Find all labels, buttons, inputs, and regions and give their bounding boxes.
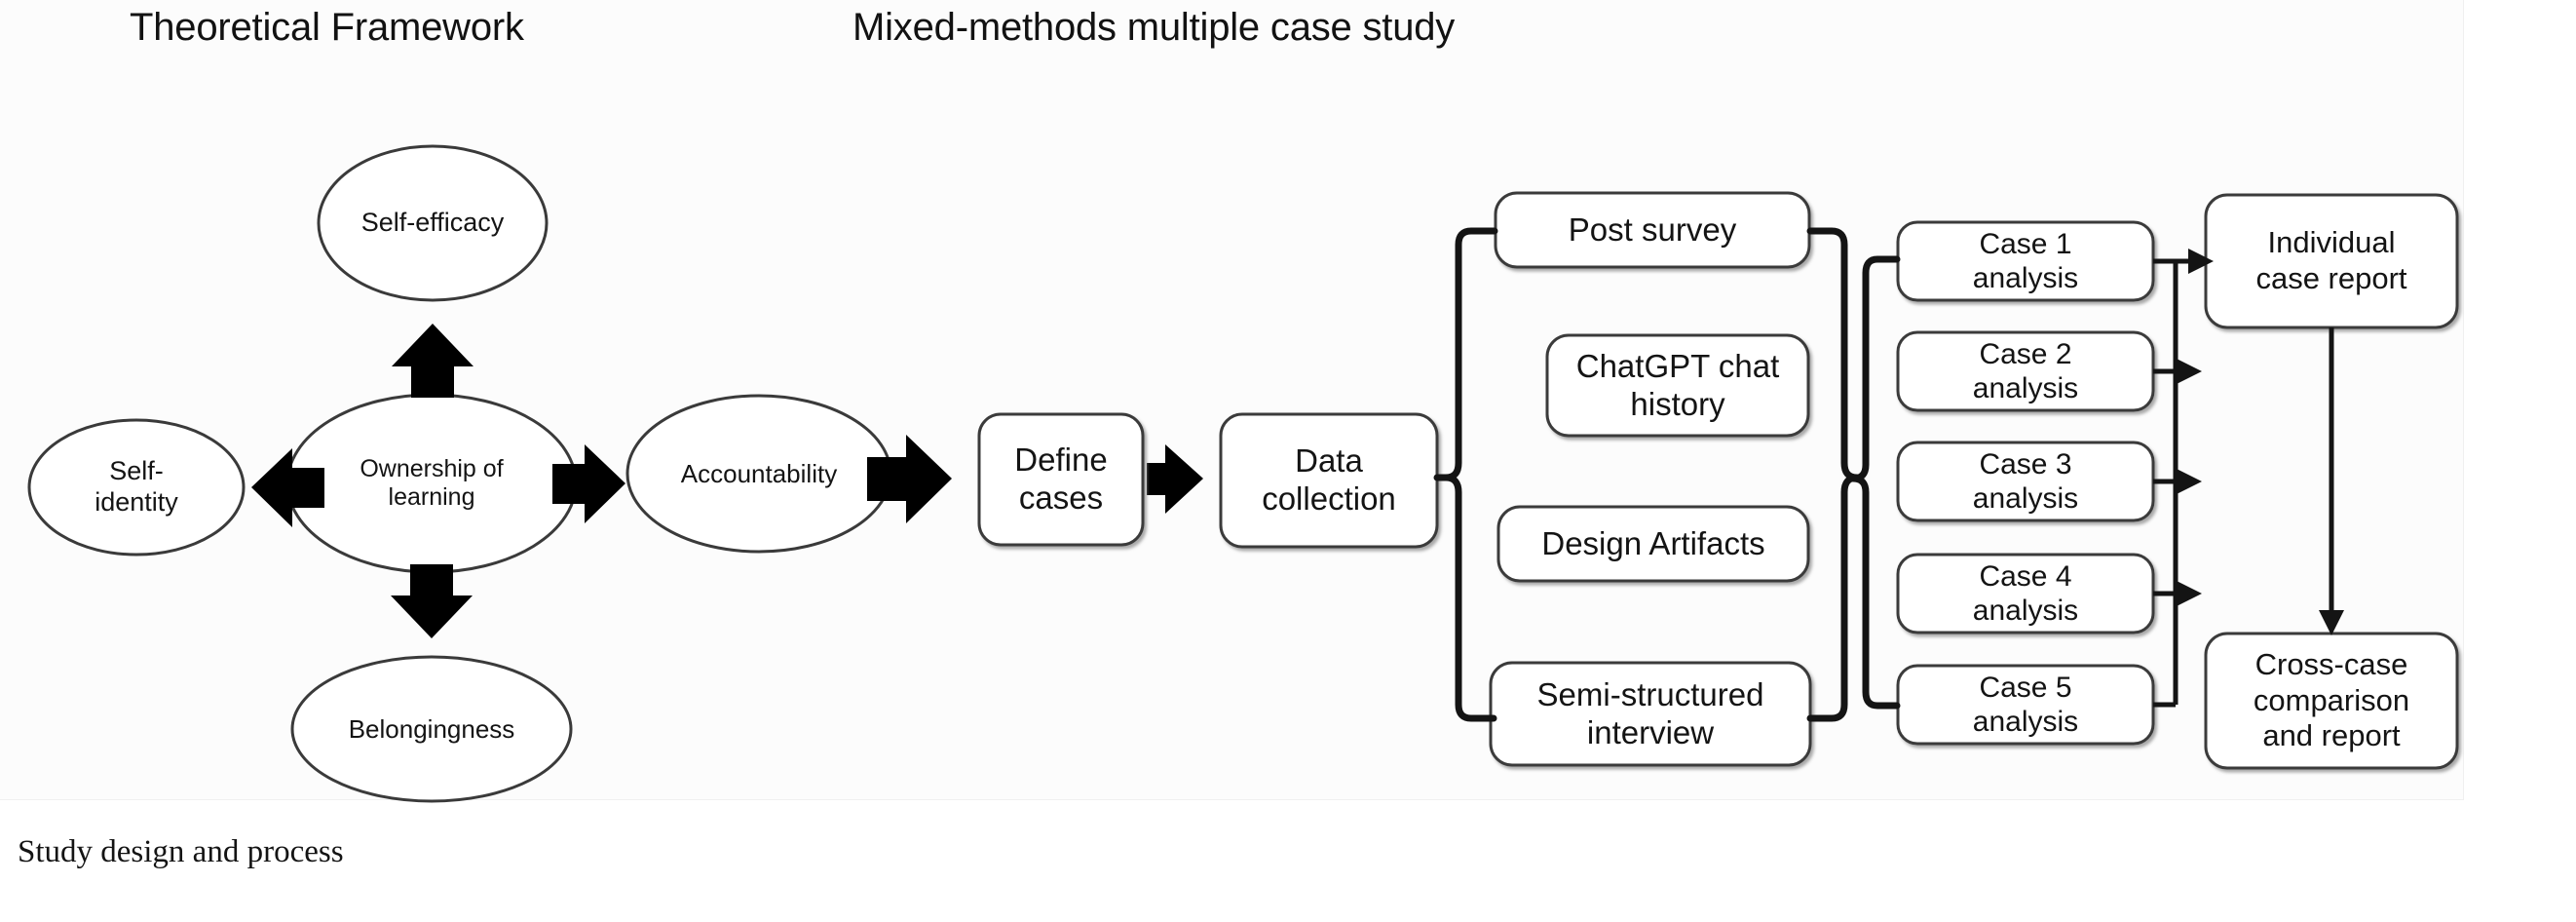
box-cross-case-comparison-and-report [2204,632,2459,770]
figure-caption: Study design and process [18,834,344,869]
ellipse-belongingness [290,655,573,803]
arrow-up-self-efficacy [392,324,474,398]
box-design-artifacts [1496,505,1810,583]
arrow-right-data-collection [1147,444,1203,514]
brace-data-sources-open [1442,227,1498,722]
box-post-survey [1494,191,1811,269]
box-case-5-analysis [1896,664,2155,746]
ellipse-self-efficacy [317,144,549,302]
box-semi-structured-interview [1489,661,1812,767]
arrow-right-accountability [552,444,625,523]
box-case-1-analysis [1896,220,2155,302]
box-chatgpt-chat-history [1545,333,1810,438]
arrowhead-case-4 [2177,581,2202,606]
arrowhead-individual-case-report [2188,249,2214,274]
box-case-4-analysis [1896,553,2155,634]
box-case-3-analysis [1896,441,2155,522]
arrowhead-cross-case-report [2319,610,2344,635]
box-define-cases [977,412,1145,547]
arrow-right-define-cases [867,435,952,523]
section-title-theoretical-framework: Theoretical Framework [130,6,524,49]
brace-case-analyses-open [1849,255,1901,710]
box-case-2-analysis [1896,330,2155,412]
arrow-down-belongingness [391,564,473,638]
ellipse-self-identity [27,418,246,557]
ellipse-ownership-of-learning [285,393,578,574]
arrowhead-case-2 [2177,359,2202,384]
box-data-collection [1219,412,1439,549]
section-title-mixed-methods: Mixed-methods multiple case study [852,6,1456,49]
box-individual-case-report [2204,193,2459,329]
brace-data-sources-close [1806,227,1861,722]
arrowhead-case-3 [2177,469,2202,494]
arrow-left-self-identity [251,448,324,527]
ellipse-accountability [625,394,892,554]
